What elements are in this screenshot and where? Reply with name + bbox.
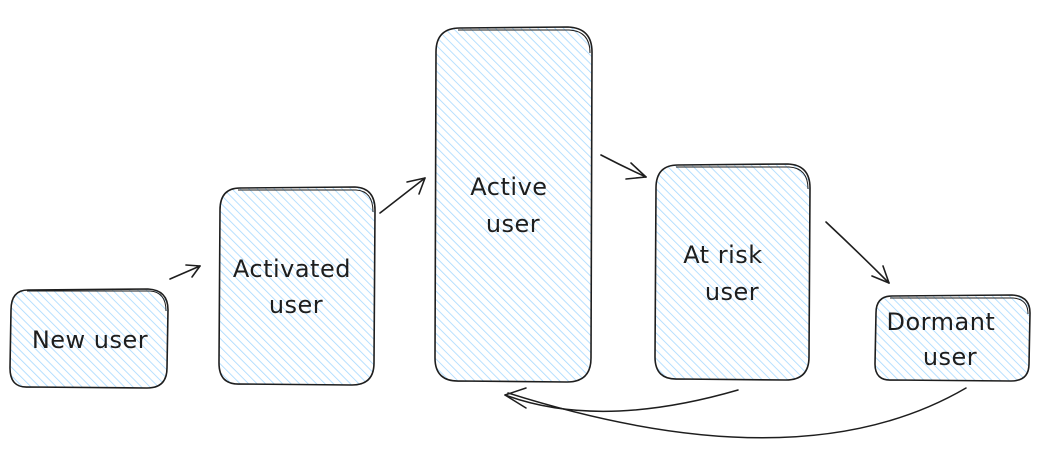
node-label-active-user: Active user [470,173,555,238]
arrow-activated-to-active [379,177,426,214]
node-label-line: New user [32,326,148,354]
node-label-activated-user: Activated user [233,255,359,319]
node-label-at-risk-user: At risk user [683,241,771,306]
arrow-at-risk-to-dormant [825,221,890,284]
node-dormant-user: Dormant user [874,294,1031,382]
node-label-line: Dormant [887,308,996,336]
node-activated-user: Activated user [218,186,376,386]
arrow-active-to-at-risk [600,154,647,180]
node-active-user: Active user [434,26,593,383]
node-label-dormant-user: Dormant user [887,308,1004,371]
node-label-line: user [269,291,323,319]
node-label-line: user [923,343,977,371]
node-new-user: New user [9,288,169,389]
arrow-return-to-active [504,387,967,439]
node-label-line: At risk [683,241,762,269]
node-label-line: user [705,278,759,306]
node-label-line: user [486,210,540,238]
arrow-new-to-activated [169,264,201,280]
node-at-risk-user: At risk user [654,163,811,381]
node-label-new-user: New user [32,326,148,354]
node-label-line: Active [470,173,547,201]
node-label-line: Activated [233,255,351,283]
